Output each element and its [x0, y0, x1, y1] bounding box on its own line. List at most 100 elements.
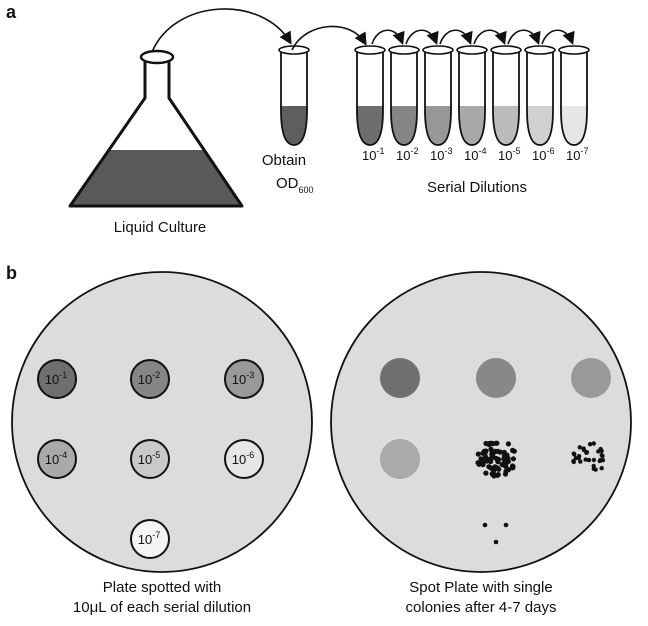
colony	[493, 455, 499, 462]
left-spot-label-exp: -3	[246, 370, 254, 380]
dilution-tube-4	[456, 45, 488, 146]
od-label-line1: Obtain	[262, 152, 306, 169]
colony	[587, 442, 593, 447]
dilution-label-exp: -4	[478, 146, 486, 156]
left-spot-circle	[130, 359, 170, 399]
colony	[509, 463, 516, 469]
left-spot-circle	[37, 359, 77, 399]
colony	[501, 449, 507, 455]
colony	[591, 457, 597, 463]
right-plate	[330, 271, 632, 573]
left-spot-1: 10-1	[37, 359, 77, 399]
colony	[510, 456, 516, 462]
left-spot-label-base: 10	[232, 372, 246, 387]
colony	[598, 446, 603, 452]
left-spot-label: 10-4	[45, 450, 67, 467]
left-plate	[11, 271, 313, 573]
dilution-tube-4-rim	[456, 45, 488, 55]
dilution-tube-3-rim	[422, 45, 454, 55]
dilution-arrow-5	[507, 29, 541, 45]
dilution-label-2: 10-2	[396, 146, 418, 163]
od-label-subscript: 600	[299, 185, 314, 195]
culture-liquid	[70, 150, 242, 206]
dilution-arrows	[371, 29, 575, 45]
colony	[509, 447, 516, 453]
left-spot-label-base: 10	[45, 452, 59, 467]
dilution-tube-6-liquid	[527, 106, 553, 145]
colony	[483, 470, 489, 476]
left-spot-label-base: 10	[45, 372, 59, 387]
od-tube-icon	[278, 45, 310, 146]
dilution-tube-2-outline	[390, 50, 418, 146]
colony	[583, 457, 588, 462]
colony	[571, 451, 576, 456]
left-spot-circle	[130, 439, 170, 479]
grown-spot-3	[571, 358, 611, 398]
colony	[503, 522, 509, 528]
right-plate-spots	[380, 358, 611, 479]
colony	[490, 441, 496, 447]
colony	[501, 456, 507, 462]
left-spot-label-base: 10	[138, 372, 152, 387]
colony	[593, 467, 598, 472]
dilution-label-base: 10	[532, 148, 546, 163]
colony	[591, 441, 596, 446]
left-spot-label-base: 10	[232, 452, 246, 467]
right-plate-colonies	[475, 440, 606, 545]
left-spot-circle	[37, 439, 77, 479]
left-caption-line1: Plate spotted with	[103, 579, 221, 596]
colony	[491, 473, 497, 479]
dilution-arrow-1	[371, 29, 405, 45]
colony	[504, 459, 510, 465]
right-caption-line1: Spot Plate with single	[409, 579, 552, 596]
left-spot-label: 10-7	[138, 530, 160, 547]
dilution-tube-6-outline	[526, 50, 554, 146]
dilution-label-exp: -7	[580, 146, 588, 156]
dilution-arrow-4	[473, 29, 507, 45]
colony	[584, 450, 590, 455]
left-spot-label-exp: -6	[246, 450, 254, 460]
colony	[477, 460, 483, 466]
arrow-flask-to-od	[151, 8, 292, 53]
colony	[505, 441, 511, 447]
colony	[599, 453, 604, 458]
left-spot-circle	[224, 359, 264, 399]
dilution-label-base: 10	[498, 148, 512, 163]
colony	[488, 446, 494, 452]
colony	[482, 522, 488, 528]
colony	[495, 448, 501, 454]
dilution-tube-series	[354, 45, 590, 146]
dilution-tube-7	[558, 45, 590, 146]
dilution-label-base: 10	[430, 148, 444, 163]
dilution-label-6: 10-6	[532, 146, 554, 163]
dilution-arrow-3	[439, 29, 473, 45]
dilution-label-3: 10-3	[430, 146, 452, 163]
left-spot-label: 10-5	[138, 450, 160, 467]
dilution-label-base: 10	[464, 148, 478, 163]
dilution-label-4: 10-4	[464, 146, 486, 163]
grown-spot-2	[476, 358, 516, 398]
dilution-label-base: 10	[396, 148, 410, 163]
colony	[495, 472, 501, 478]
flask-label: Liquid Culture	[114, 219, 207, 236]
colony	[475, 451, 481, 457]
dilution-label-1: 10-1	[362, 146, 384, 163]
colony	[578, 459, 583, 464]
dilution-tube-3-liquid	[425, 106, 451, 145]
colony	[586, 457, 592, 463]
colony	[488, 458, 494, 465]
left-spot-label-exp: -4	[59, 450, 67, 460]
dilution-tube-5-liquid	[493, 106, 519, 145]
left-spot-circle	[224, 439, 264, 479]
colony	[506, 467, 512, 473]
dilution-arrow-6	[541, 29, 575, 45]
left-spot-6: 10-6	[224, 439, 264, 479]
dilution-label-5: 10-5	[498, 146, 520, 163]
left-spot-label-exp: -2	[152, 370, 160, 380]
dilution-label-exp: -6	[546, 146, 554, 156]
dilution-tube-2	[388, 45, 420, 146]
left-spot-2: 10-2	[130, 359, 170, 399]
left-spot-label-base: 10	[138, 532, 152, 547]
